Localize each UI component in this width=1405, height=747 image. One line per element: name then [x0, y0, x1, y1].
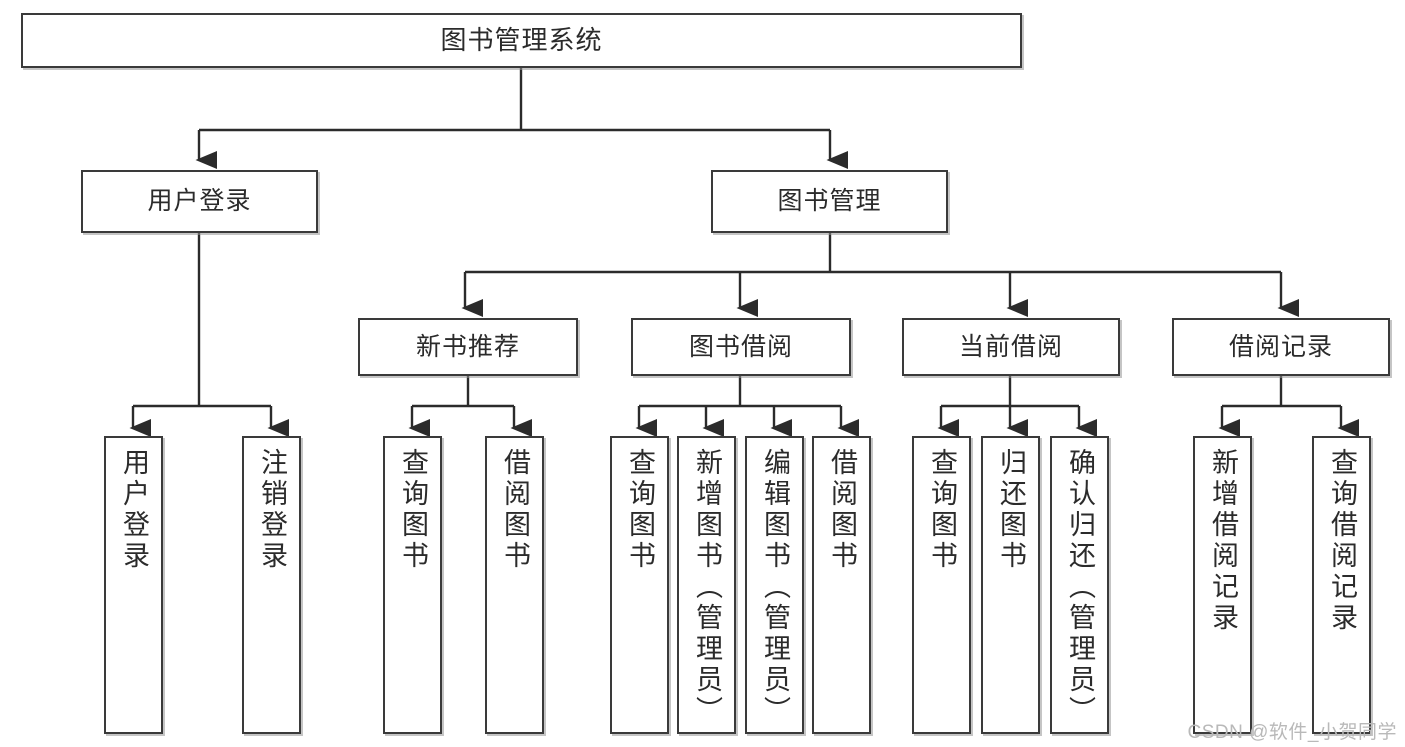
leaf-return-book[interactable]: 归还图书: [981, 436, 1040, 734]
node-root-book-management-system[interactable]: 图书管理系统: [21, 13, 1022, 68]
leaf-query-book-current[interactable]: 查询图书: [912, 436, 971, 734]
node-label: 查询图书: [625, 448, 655, 572]
watermark-text: CSDN @软件_小贺同学: [1187, 722, 1397, 743]
node-label: 用户登录: [147, 187, 252, 216]
node-label: 借阅图书: [500, 448, 530, 572]
node-label: 图书管理: [777, 187, 882, 216]
leaf-query-borrow-record[interactable]: 查询借阅记录: [1312, 436, 1371, 734]
node-label: 新增借阅记录: [1208, 448, 1238, 634]
node-label: 图书借阅: [688, 332, 793, 361]
node-label: 查询借阅记录: [1327, 448, 1357, 634]
node-label: 查询图书: [398, 448, 428, 572]
leaf-query-book-borrow[interactable]: 查询图书: [610, 436, 669, 734]
leaf-query-book-newbook[interactable]: 查询图书: [383, 436, 442, 734]
leaf-logout[interactable]: 注销登录: [242, 436, 301, 734]
leaf-borrow-book[interactable]: 借阅图书: [812, 436, 871, 734]
node-label: 图书管理系统: [440, 24, 603, 55]
node-label: 确认归还（管理员）: [1065, 448, 1095, 727]
leaf-add-book-admin[interactable]: 新增图书（管理员）: [677, 436, 736, 734]
leaf-confirm-return-admin[interactable]: 确认归还（管理员）: [1050, 436, 1109, 734]
node-borrow-record[interactable]: 借阅记录: [1172, 318, 1390, 376]
leaf-edit-book-admin[interactable]: 编辑图书（管理员）: [745, 436, 804, 734]
node-label: 归还图书: [996, 448, 1026, 572]
node-label: 当前借阅: [958, 332, 1063, 361]
node-label: 查询图书: [927, 448, 957, 572]
node-label: 注销登录: [257, 448, 287, 572]
node-book-borrow[interactable]: 图书借阅: [631, 318, 851, 376]
leaf-borrow-book-newbook[interactable]: 借阅图书: [485, 436, 544, 734]
node-label: 编辑图书（管理员）: [760, 448, 790, 727]
node-current-borrow[interactable]: 当前借阅: [902, 318, 1120, 376]
node-label: 新增图书（管理员）: [692, 448, 722, 727]
node-user-login[interactable]: 用户登录: [81, 170, 318, 233]
leaf-add-borrow-record[interactable]: 新增借阅记录: [1193, 436, 1252, 734]
node-label: 借阅图书: [827, 448, 857, 572]
node-book-management[interactable]: 图书管理: [711, 170, 948, 233]
node-label: 用户登录: [119, 448, 149, 572]
node-label: 借阅记录: [1228, 332, 1333, 361]
leaf-user-login[interactable]: 用户登录: [104, 436, 163, 734]
node-label: 新书推荐: [415, 332, 520, 361]
node-new-book-recommend[interactable]: 新书推荐: [358, 318, 578, 376]
